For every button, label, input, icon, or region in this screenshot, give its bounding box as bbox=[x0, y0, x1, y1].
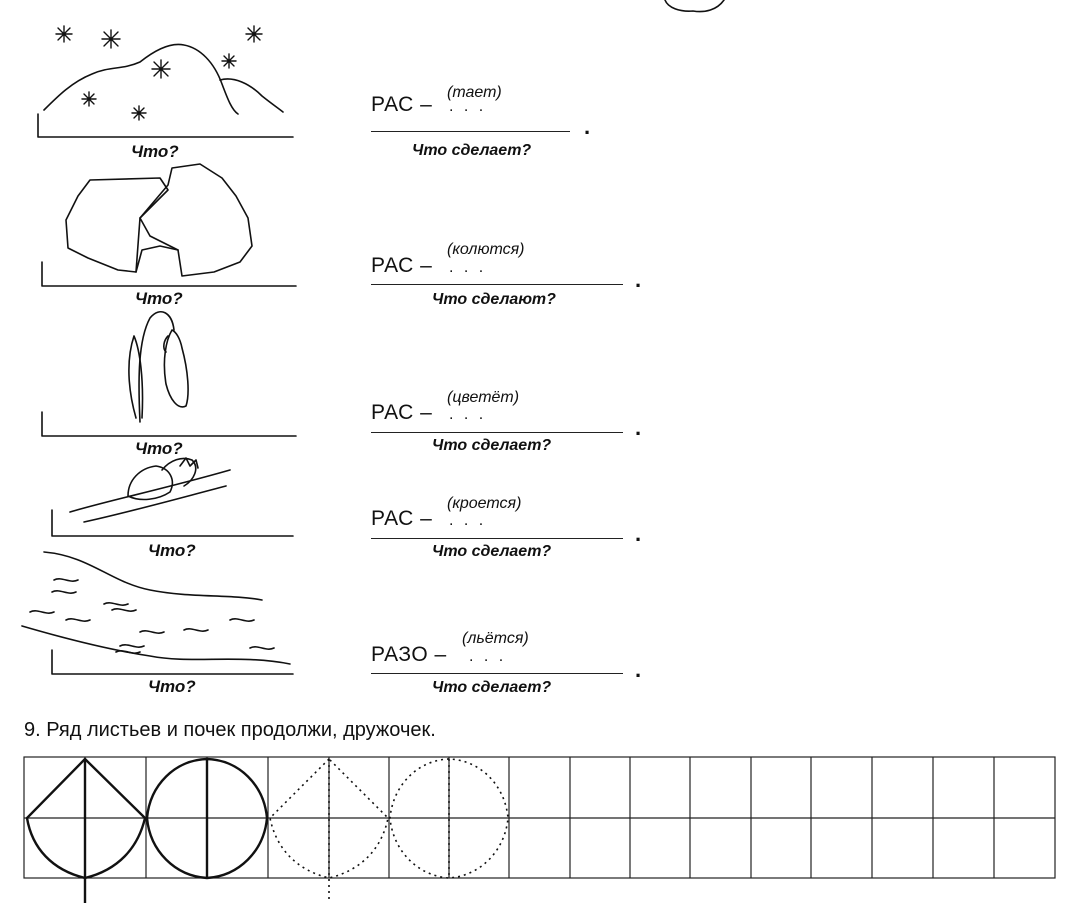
blank-dots: . . . bbox=[449, 512, 487, 529]
what-will-do-label: Что сделает? bbox=[432, 543, 552, 560]
what-will-do-label: Что сделает? bbox=[432, 679, 552, 696]
answer-line[interactable] bbox=[371, 131, 570, 132]
verb-hint: (тает) bbox=[447, 84, 502, 101]
task-instruction: 9. Ряд листьев и почек продолжи, дружоче… bbox=[24, 719, 436, 741]
river-picture bbox=[21, 551, 294, 675]
answer-line[interactable] bbox=[371, 432, 623, 433]
ice-blocks-picture bbox=[41, 163, 297, 287]
prefix-stem: РАС – bbox=[371, 254, 433, 277]
buds-branch-picture bbox=[51, 457, 294, 537]
sentence-period: . bbox=[635, 657, 642, 682]
bud-solid bbox=[145, 757, 269, 880]
answer-line[interactable] bbox=[371, 538, 623, 539]
what-question-label: Что? bbox=[135, 289, 183, 308]
blank-dots: . . . bbox=[469, 648, 507, 665]
what-question-label: Что? bbox=[131, 142, 179, 161]
what-question-label: Что? bbox=[148, 541, 196, 560]
sentence-period: . bbox=[635, 267, 642, 292]
leaf-dotted bbox=[269, 757, 389, 903]
snow-hills-picture bbox=[37, 43, 294, 138]
verb-hint: (цветёт) bbox=[447, 389, 520, 406]
blank-dots: . . . bbox=[449, 406, 487, 423]
sentence-period: . bbox=[635, 415, 642, 440]
answer-line[interactable] bbox=[371, 673, 623, 674]
blank-dots: . . . bbox=[449, 98, 487, 115]
prefix-stem: РАС – bbox=[371, 93, 433, 116]
what-will-do-label: Что сделает? bbox=[432, 437, 552, 454]
verb-hint: (льётся) bbox=[462, 630, 529, 647]
snowflake-icon bbox=[55, 25, 263, 121]
what-question-label: Что? bbox=[135, 439, 183, 458]
prefix-stem: РАС – bbox=[371, 507, 433, 530]
sentence-period: . bbox=[635, 521, 642, 546]
answer-line[interactable] bbox=[371, 284, 623, 285]
snowdrop-picture bbox=[41, 310, 297, 437]
cloud-fragment bbox=[664, 0, 725, 13]
drawing-grid[interactable] bbox=[0, 750, 1069, 903]
verb-hint: (колются) bbox=[447, 241, 525, 258]
prefix-stem: РАС – bbox=[371, 401, 433, 424]
sentence-period: . bbox=[584, 114, 591, 139]
bud-dotted bbox=[389, 758, 509, 879]
prefix-stem: РАЗО – bbox=[371, 643, 447, 666]
what-will-do-label: Что сделают? bbox=[432, 291, 556, 308]
what-question-label: Что? bbox=[148, 677, 196, 696]
leaf-solid bbox=[25, 757, 147, 903]
what-will-do-label: Что сделает? bbox=[412, 142, 532, 159]
blank-dots: . . . bbox=[449, 259, 487, 276]
verb-hint: (кроется) bbox=[447, 495, 522, 512]
